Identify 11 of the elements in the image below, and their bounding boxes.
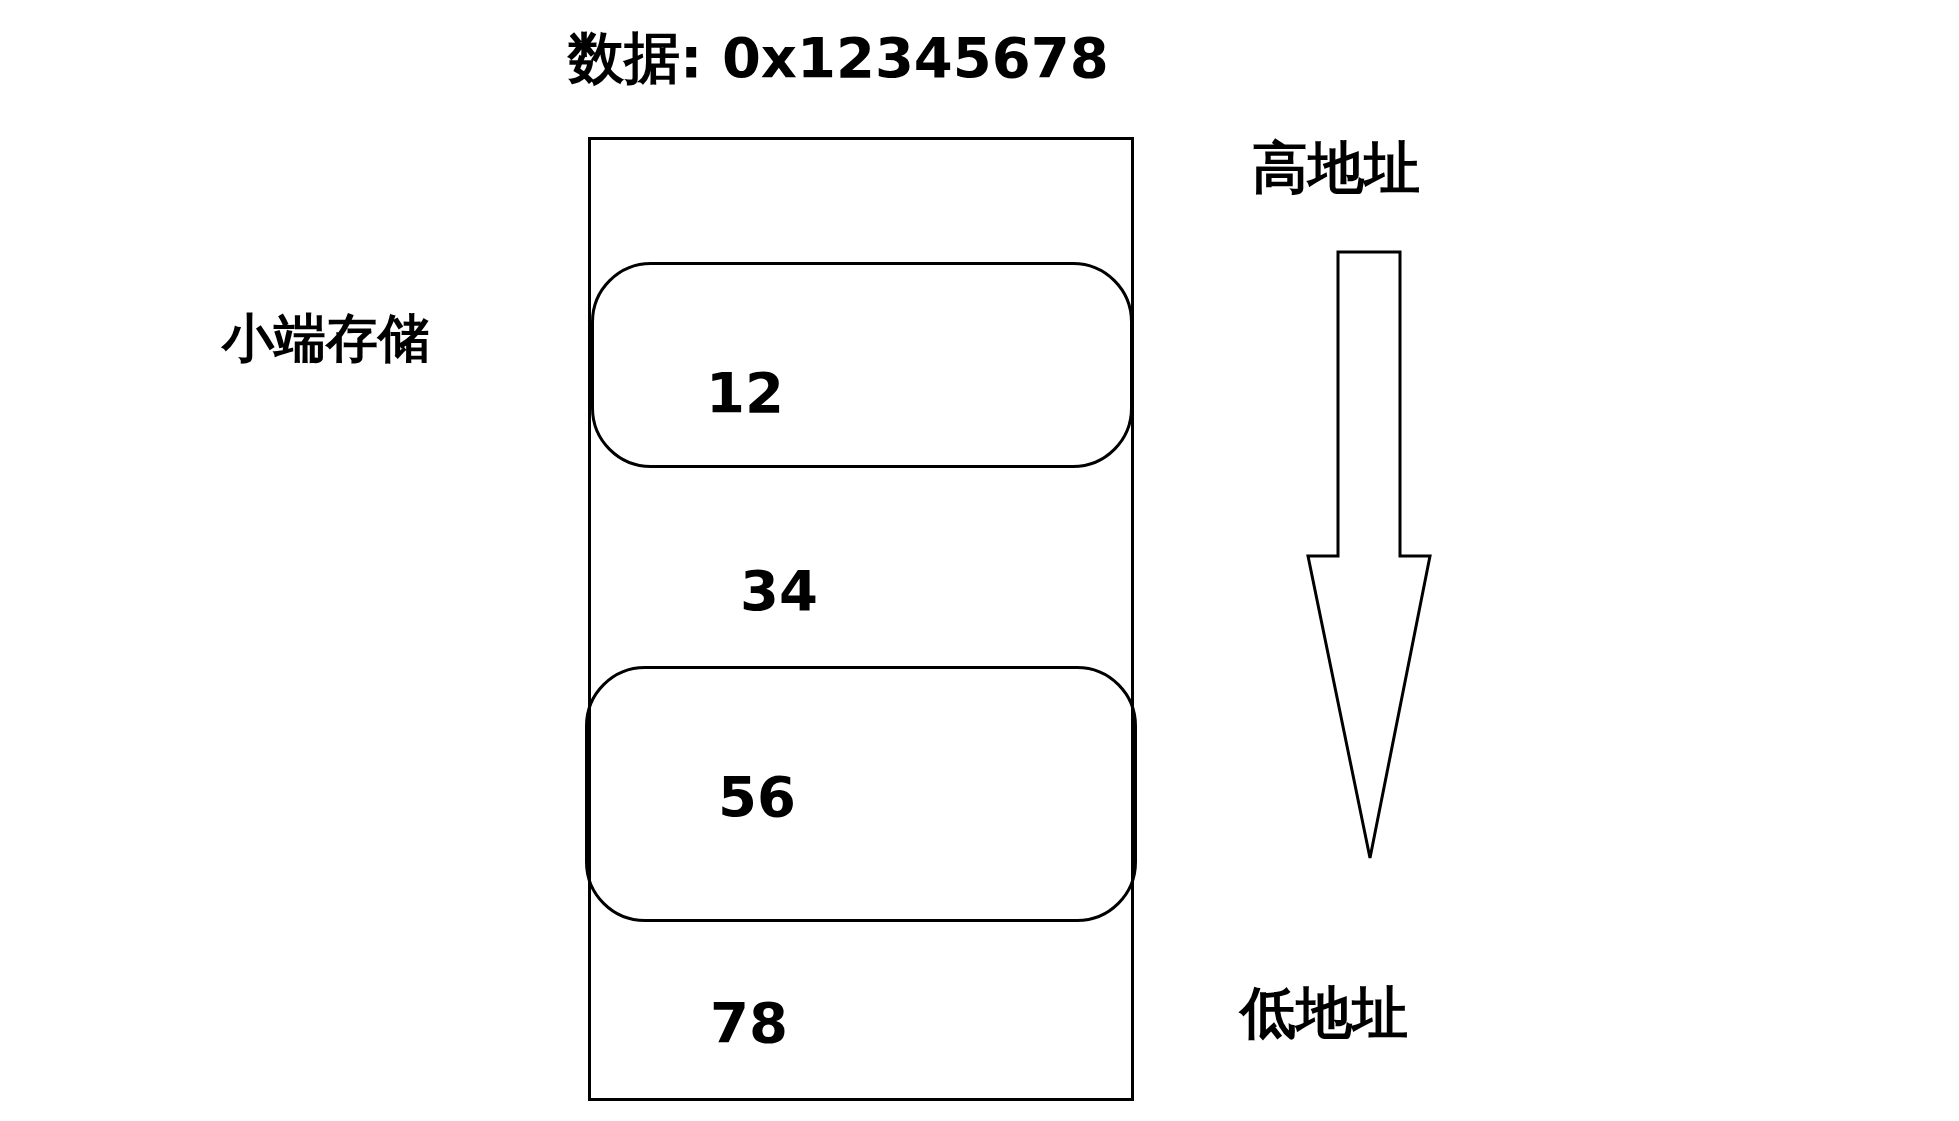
byte-group-box (585, 666, 1137, 922)
address-label: 低地址 (1240, 985, 1408, 1041)
byte-value: 12 (706, 365, 784, 421)
byte-group-box (591, 262, 1133, 468)
byte-value: 34 (740, 563, 818, 619)
byte-value: 56 (718, 769, 796, 825)
box-shape (588, 137, 1134, 1101)
address-label: 高地址 (1252, 140, 1420, 196)
byte-value: 78 (710, 995, 788, 1051)
storage-label: 小端存储 (222, 312, 430, 364)
title: 数据: 0x12345678 (568, 30, 1109, 86)
